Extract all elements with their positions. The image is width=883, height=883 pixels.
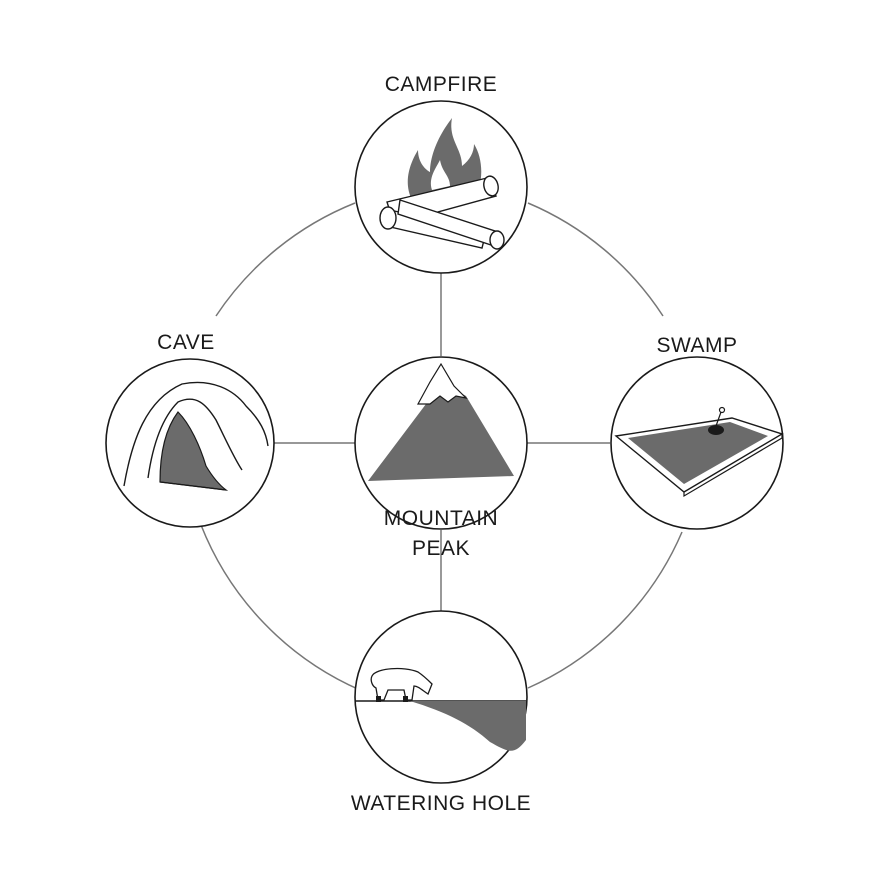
arc-cave-watering-hole xyxy=(200,524,361,691)
watering-hole-icon xyxy=(355,667,526,751)
watering-hole-circle xyxy=(354,610,528,784)
node-swamp: SWAMP xyxy=(610,334,784,530)
watering-hole-label: WATERING HOLE xyxy=(351,792,531,815)
ring-connectors xyxy=(200,202,683,691)
campfire-icon xyxy=(379,118,505,250)
cave-icon xyxy=(123,381,269,491)
node-watering-hole: WATERING HOLE xyxy=(351,610,531,815)
swamp-icon xyxy=(614,406,784,498)
node-mountain-peak: MOUNTAIN PEAK xyxy=(354,356,528,560)
arc-campfire-swamp xyxy=(527,202,664,317)
mountain-peak-icon xyxy=(368,362,514,481)
arc-cave-campfire xyxy=(215,202,356,317)
node-cave: CAVE xyxy=(105,331,275,528)
mountain-label-line1: MOUNTAIN xyxy=(384,507,498,530)
mountain-label-line2: PEAK xyxy=(412,537,470,560)
cave-label: CAVE xyxy=(157,331,215,354)
arc-swamp-watering-hole xyxy=(527,531,683,689)
campfire-label: CAMPFIRE xyxy=(385,73,498,96)
spoke-connectors xyxy=(274,273,610,612)
node-campfire: CAMPFIRE xyxy=(354,73,528,274)
swamp-label: SWAMP xyxy=(656,334,737,357)
